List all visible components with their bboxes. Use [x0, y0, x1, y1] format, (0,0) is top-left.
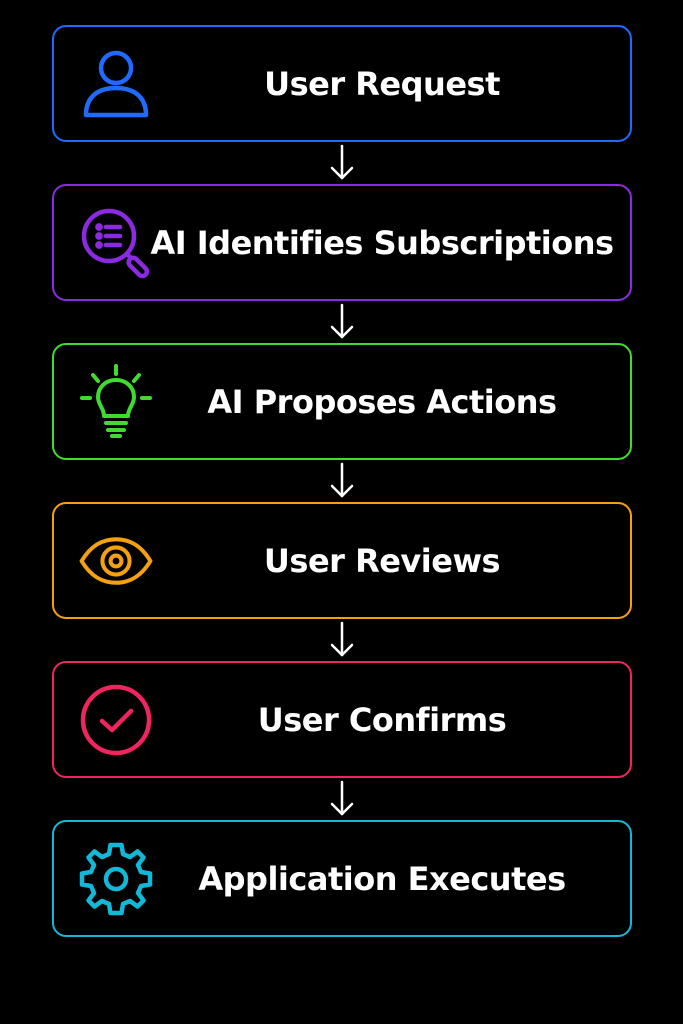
arrow-down-icon — [52, 142, 632, 184]
step-application-executes: Application Executes — [52, 820, 632, 937]
step-label: User Confirms — [257, 700, 507, 739]
flow-diagram: User Request AI Identifies Subscriptions — [52, 25, 632, 937]
step-user-request: User Request — [52, 25, 632, 142]
step-label: Application Executes — [198, 859, 566, 898]
gear-icon — [78, 841, 154, 917]
step-label: User Request — [264, 64, 500, 103]
step-label: AI Proposes Actions — [207, 382, 557, 421]
search-list-icon — [78, 205, 154, 281]
step-ai-identifies-subscriptions: AI Identifies Subscriptions — [52, 184, 632, 301]
step-ai-proposes-actions: AI Proposes Actions — [52, 343, 632, 460]
user-icon — [78, 46, 154, 122]
arrow-down-icon — [52, 301, 632, 343]
arrow-down-icon — [52, 460, 632, 502]
arrow-down-icon — [52, 778, 632, 820]
step-user-confirms: User Confirms — [52, 661, 632, 778]
lightbulb-icon — [78, 363, 154, 440]
step-label: User Reviews — [263, 541, 501, 580]
arrow-down-icon — [52, 619, 632, 661]
step-label: AI Identifies Subscriptions — [150, 223, 614, 262]
check-circle-icon — [78, 682, 154, 758]
eye-icon — [78, 523, 154, 599]
step-user-reviews: User Reviews — [52, 502, 632, 619]
